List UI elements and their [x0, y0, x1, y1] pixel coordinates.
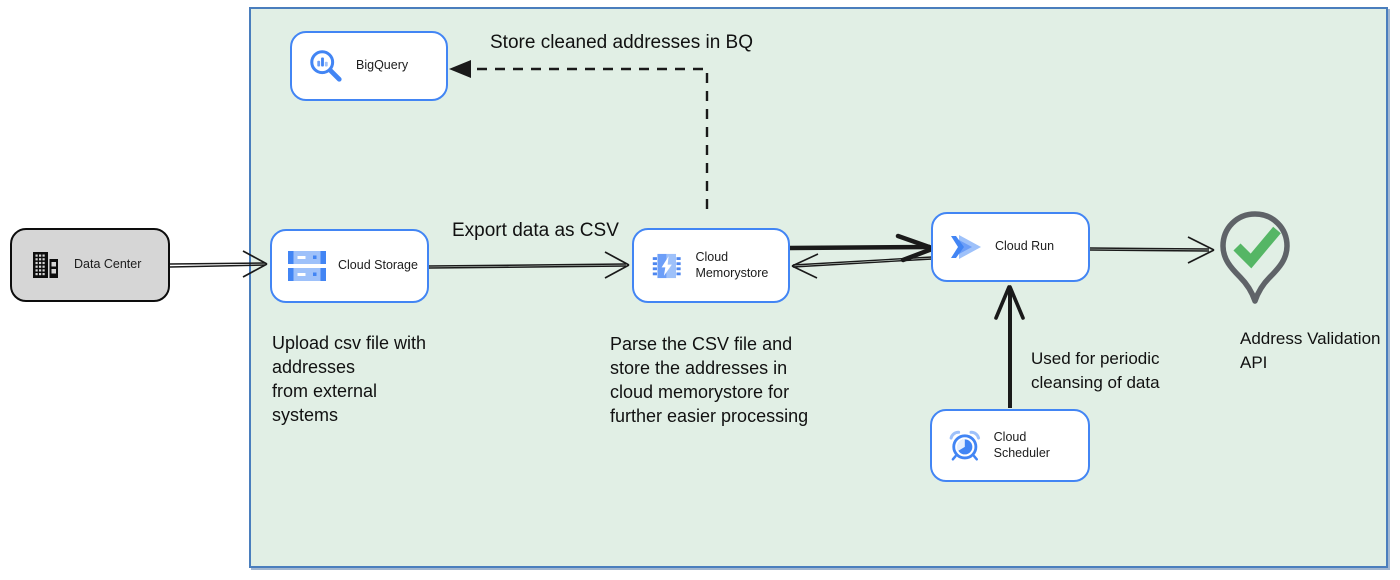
annotation-upload-note: Upload csv file with addresses from exte…: [272, 333, 427, 425]
node-bigquery: BigQuery: [290, 31, 448, 101]
node-label: Cloud Storage: [338, 258, 418, 273]
arrow-run-to-memorystore: [791, 253, 933, 279]
cloud-run-icon: [951, 235, 981, 259]
node-label: Data Center: [74, 257, 142, 272]
label-address-validation-api: Address Validation API: [1240, 329, 1381, 372]
annotation-store-bq: Store cleaned addresses in BQ: [490, 32, 753, 53]
gcp-boundary-box: [249, 7, 1388, 568]
annotation-export-csv: Export data as CSV: [452, 220, 619, 241]
node-data-center: Data Center: [10, 228, 170, 302]
node-cloud-run: Cloud Run: [931, 212, 1090, 282]
arrow-memorystore-to-bigquery-dashed: [449, 60, 709, 209]
node-label: Cloud Run: [995, 239, 1055, 254]
node-cloud-memorystore: Cloud Memorystore: [632, 228, 790, 303]
annotation-parse-note: Parse the CSV file and store the address…: [610, 334, 809, 426]
cloud-scheduler-icon: [949, 430, 981, 461]
node-label: Cloud Scheduler: [993, 429, 1050, 460]
node-label: Cloud Memorystore: [695, 249, 769, 280]
arrow-scheduler-to-run: [994, 285, 1025, 408]
arrow-datacenter-to-storage: [169, 250, 268, 278]
data-center-icon: [33, 252, 58, 278]
node-cloud-scheduler: Cloud Scheduler: [930, 409, 1090, 482]
node-cloud-storage: Cloud Storage: [270, 229, 429, 303]
cloud-storage-icon: [288, 251, 326, 281]
annotation-scheduler-note: Used for periodic cleansing of data: [1031, 349, 1160, 392]
check-icon: [1233, 226, 1281, 269]
cloud-memorystore-icon: [652, 253, 681, 278]
address-validation-pin: [1220, 211, 1290, 304]
node-label: BigQuery: [356, 58, 409, 73]
bigquery-icon: [310, 50, 342, 82]
arrow-run-to-api: [1089, 236, 1215, 264]
arrow-storage-to-memorystore: [428, 251, 630, 279]
